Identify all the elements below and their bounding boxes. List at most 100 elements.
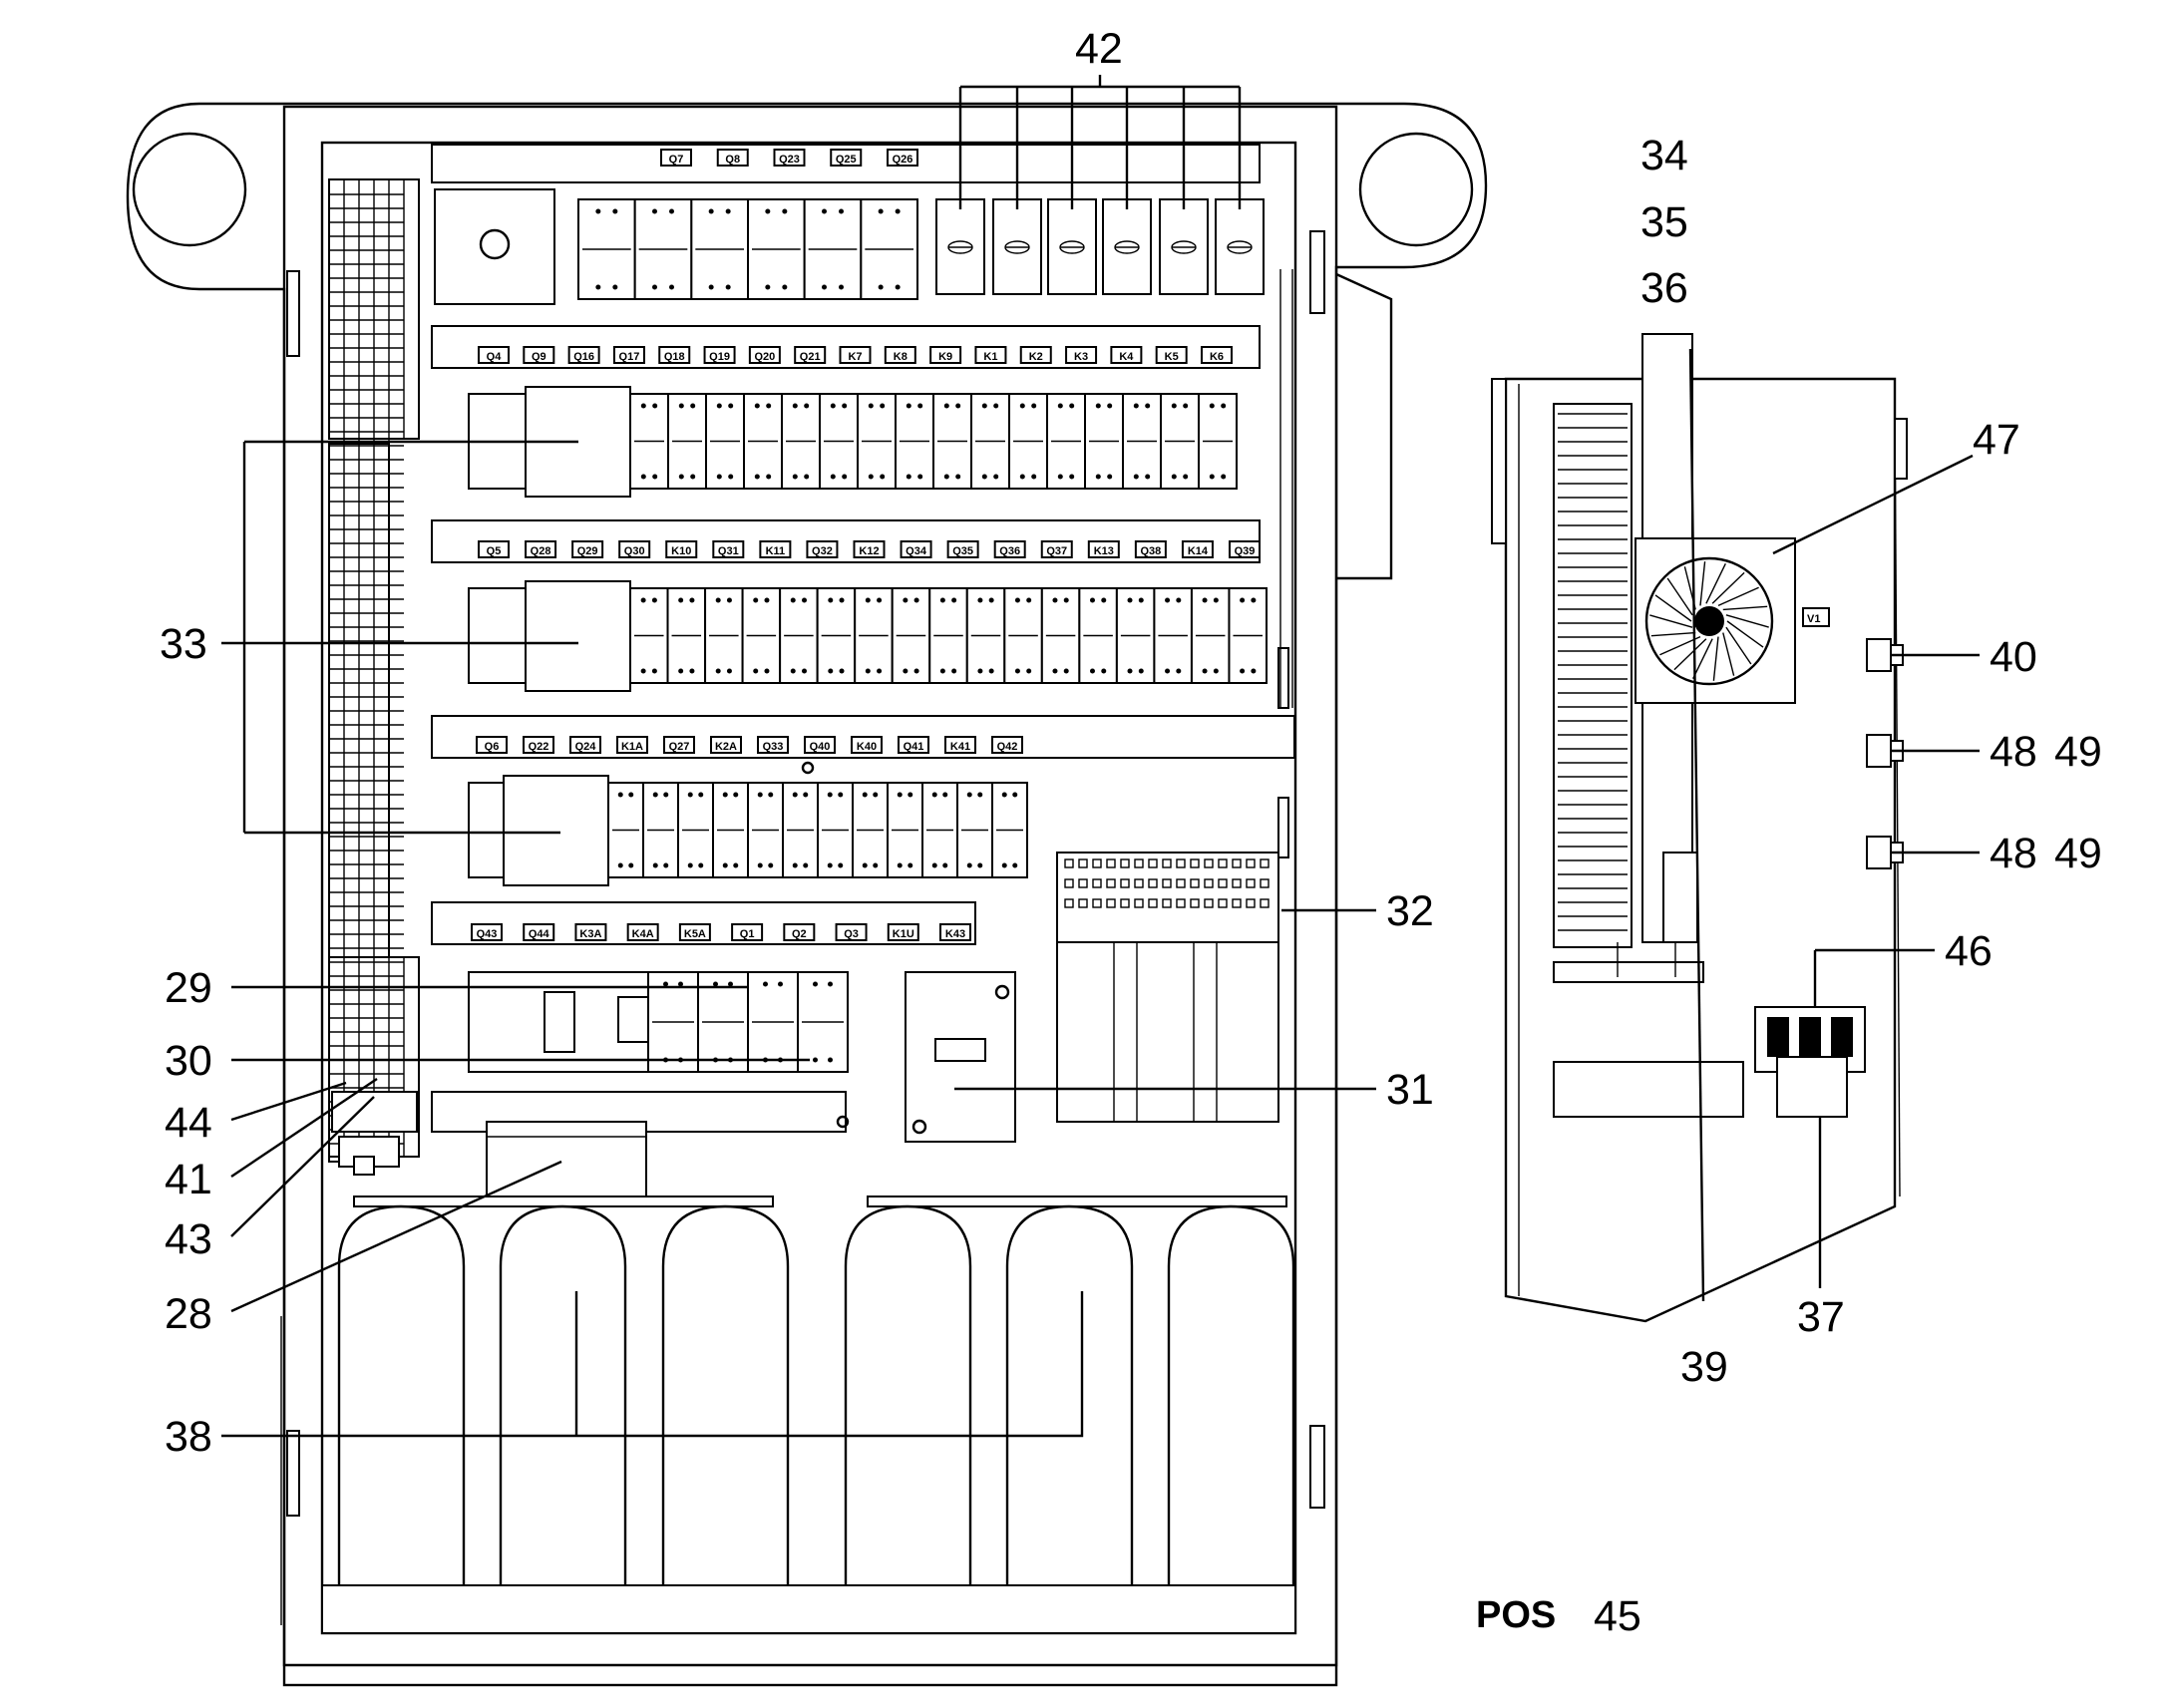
fuse-holder <box>1215 198 1265 295</box>
component-tag-box <box>759 540 792 558</box>
component-tag-box <box>993 540 1026 558</box>
callout-36: 36 <box>1640 264 1688 312</box>
row4-module <box>503 775 609 886</box>
cable-gland <box>1866 836 1892 869</box>
component-tag-box <box>887 149 918 167</box>
callout-39: 39 <box>1680 1343 1728 1391</box>
callout-31: 31 <box>1386 1066 1434 1114</box>
component-tag-box <box>839 346 872 364</box>
component-tag: Q35 <box>952 545 973 557</box>
callout-49-bottom: 49 <box>2054 830 2102 877</box>
component-tag-box <box>757 736 789 754</box>
component-tag-box <box>710 736 742 754</box>
component-tag: Q1 <box>740 928 755 940</box>
component-tag: Q27 <box>669 741 690 753</box>
component-tag: Q9 <box>532 351 546 363</box>
component-tag-box <box>660 149 692 167</box>
component-tag: Q42 <box>997 741 1018 753</box>
capacitor <box>1005 1204 1134 1625</box>
pos-number: 45 <box>1594 1592 1641 1640</box>
component-tag: Q28 <box>531 545 551 557</box>
cable-gland <box>1866 734 1892 768</box>
component-tag: Q38 <box>1140 545 1161 557</box>
component-tag: Q8 <box>725 154 740 166</box>
callout-49-top: 49 <box>2054 728 2102 776</box>
component-tag-box <box>1040 540 1073 558</box>
component-tag-box <box>523 346 555 364</box>
component-tag-box <box>887 923 919 941</box>
component-tag-box <box>1155 346 1188 364</box>
component-tag: K4A <box>632 928 654 940</box>
callout-44: 44 <box>165 1099 212 1147</box>
component-tag: Q26 <box>893 154 913 166</box>
leader-lines <box>221 75 1980 1438</box>
component-tag-box <box>835 923 868 941</box>
heat-sink <box>1553 403 1633 948</box>
component-tag-box <box>1134 540 1167 558</box>
component-tag: K1 <box>983 351 997 363</box>
component-tag: K7 <box>848 351 862 363</box>
component-tag-box <box>804 736 836 754</box>
component-tag: Q22 <box>529 741 549 753</box>
component-tag: Q16 <box>573 351 594 363</box>
callout-29: 29 <box>165 964 212 1012</box>
component-tag: Q7 <box>669 154 684 166</box>
component-tag: K10 <box>671 545 691 557</box>
callout-30: 30 <box>165 1037 212 1085</box>
component-tag-box <box>523 736 554 754</box>
component-tag-box <box>1087 540 1120 558</box>
component-tag: K1U <box>893 928 914 940</box>
component-tag-box <box>523 923 555 941</box>
component-tag-box <box>616 736 648 754</box>
component-tag: Q5 <box>487 545 502 557</box>
component-tag: Q30 <box>624 545 645 557</box>
callout-35: 35 <box>1640 198 1688 246</box>
component-tag-box <box>939 923 971 941</box>
component-tag-box <box>853 540 886 558</box>
capacitor <box>844 1204 972 1625</box>
callout-33: 33 <box>160 620 207 668</box>
component-tag-box <box>567 346 600 364</box>
component-tag: K11 <box>766 545 786 557</box>
component-tag: K5A <box>684 928 706 940</box>
main-switch <box>434 188 555 305</box>
component-tag: K2A <box>715 741 737 753</box>
component-tag: K3 <box>1074 351 1088 363</box>
component-tag-box <box>1065 346 1098 364</box>
callout-numbers: 42 34 35 36 47 40 48 49 48 49 32 46 31 3… <box>160 25 2102 1640</box>
component-tag-box <box>1229 540 1261 558</box>
component-tag: Q33 <box>763 741 784 753</box>
component-tag-box <box>794 346 827 364</box>
left-terminal-strip <box>328 178 420 1163</box>
component-tag-box <box>974 346 1007 364</box>
component-tag: K41 <box>950 741 970 753</box>
callout-46: 46 <box>1945 927 1993 975</box>
component-tag-box <box>658 346 691 364</box>
capacitor <box>1167 1204 1295 1625</box>
component-tag: K4 <box>1119 351 1134 363</box>
component-tag: Q34 <box>906 545 927 557</box>
component-tag-box <box>783 923 816 941</box>
component-tag: Q4 <box>487 351 503 363</box>
component-tag: K13 <box>1094 545 1114 557</box>
left-mounting-hole <box>132 132 247 247</box>
component-tag-box <box>663 736 695 754</box>
component-tag-box <box>525 540 557 558</box>
fan <box>1644 556 1774 686</box>
component-tag: K2 <box>1029 351 1043 363</box>
component-tag-box <box>944 736 976 754</box>
component-tag-box <box>626 923 659 941</box>
callout-47: 47 <box>1973 416 2020 464</box>
component-tag-box <box>830 149 863 167</box>
component-tag: Q2 <box>792 928 807 940</box>
component-tag-box <box>716 149 749 167</box>
component-tag: Q32 <box>812 545 833 557</box>
component-tag-box <box>773 149 806 167</box>
component-tag: K6 <box>1210 351 1224 363</box>
component-tag: Q24 <box>575 741 597 753</box>
component-tag: K5 <box>1165 351 1179 363</box>
side-tag: V1 <box>1807 613 1820 625</box>
component-tag: Q21 <box>800 351 821 363</box>
